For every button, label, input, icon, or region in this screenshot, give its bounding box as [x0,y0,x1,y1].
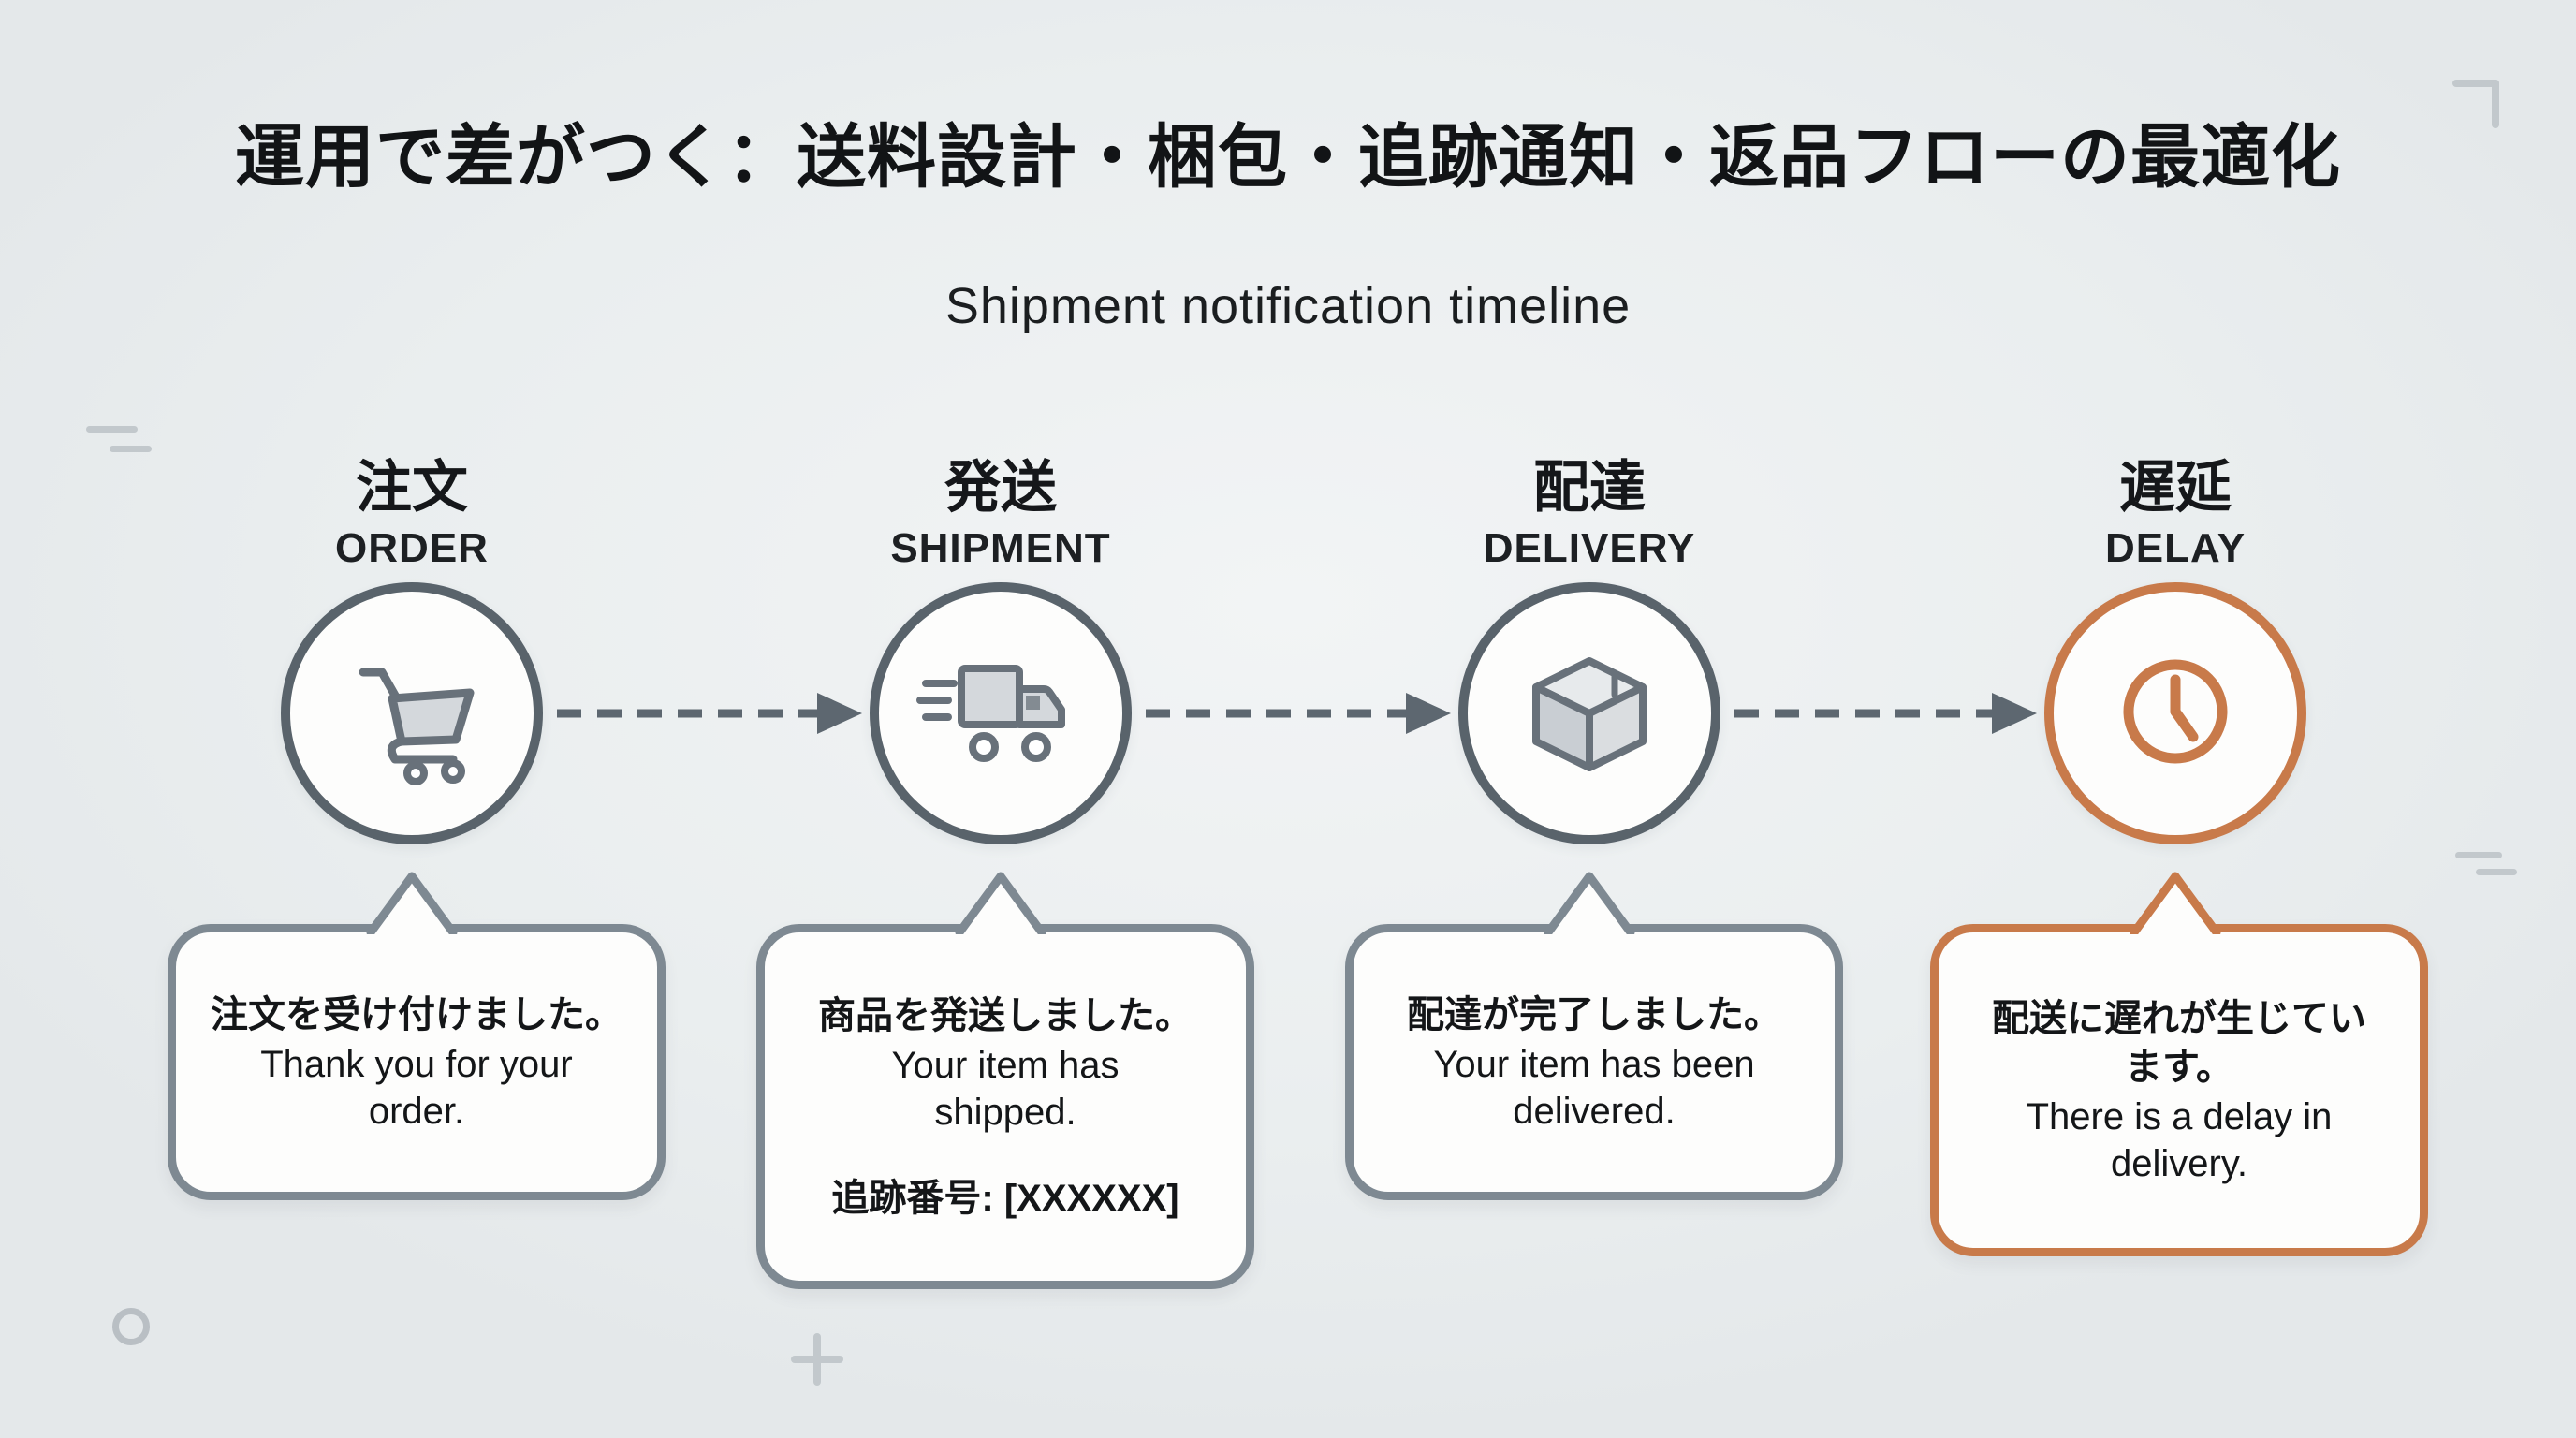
stage-shipment-circle [870,582,1132,844]
bubble-tail-delivery [1543,869,1636,937]
shipment-message-bubble: 商品を発送しました。 Your item has shipped. 追跡番号: … [756,924,1254,1289]
delivery-message-bubble: 配達が完了しました。 Your item has been delivered. [1345,924,1843,1200]
circle-mark [112,1308,150,1345]
stage-delay-label-en: DELAY [2104,525,2247,571]
clock-icon [2100,637,2250,791]
stage-delay-circle [2044,582,2306,844]
equals-mark-left [86,426,138,433]
connector-arrow-delivery-delay [1725,683,2040,743]
stage-delivery-label-jp: 配達 [1533,456,1646,519]
equals-mark-right [2455,852,2502,858]
delay-message-en: There is a delay in delivery. [2026,1095,2333,1184]
order-message-en: Thank you for your order. [260,1043,573,1132]
stage-delivery-circle [1458,582,1720,844]
delivery-message-en: Your item has been delivered. [1433,1043,1755,1132]
stage-delivery-label-en: DELIVERY [1483,525,1696,571]
page-subtitle: Shipment notification timeline [944,278,1632,334]
delay-message-bubble: 配送に遅れが生じています。 There is a delay in delive… [1930,924,2428,1256]
bubble-tail-delay [2129,869,2222,937]
equals-mark-right-2 [2476,869,2517,875]
stage-shipment-label-jp: 発送 [944,456,1057,519]
stage-order-labels: 注文 ORDER [122,457,702,571]
plus-mark-bar [791,1356,843,1363]
corner-bracket-icon-bar [2492,80,2499,128]
shipment-message-en: Your item has shipped. [891,1045,1120,1133]
connector-arrow-shipment-delivery [1136,683,1454,743]
order-message-bubble: 注文を受け付けました。 Thank you for your order. [168,924,666,1200]
bubble-tail-shipment [954,869,1047,937]
order-message-jp: 注文を受け付けました。 [211,993,622,1035]
shipment-message-jp: 商品を発送しました。 [818,995,1193,1036]
box-icon [1515,637,1664,791]
stage-order-label-en: ORDER [335,525,489,571]
tracking-number-text: 追跡番号: [XXXXXX] [831,1178,1179,1219]
stage-shipment-labels: 発送 SHIPMENT [710,457,1291,571]
truck-icon [916,650,1085,778]
page-title: 運用で差がつく：送料設計・梱包・追跡通知・返品フローの最適化 [235,118,2341,196]
bubble-tail-order [365,869,459,937]
stage-shipment-label-en: SHIPMENT [890,525,1111,571]
cart-icon [337,637,487,791]
delivery-message-jp: 配達が完了しました。 [1407,993,1781,1035]
connector-arrow-order-shipment [548,683,865,743]
stage-delivery-labels: 配達 DELIVERY [1299,457,1880,571]
stage-order-circle [281,582,543,844]
equals-mark-left-2 [110,446,152,452]
delay-message-jp: 配送に遅れが生じています。 [1992,997,2366,1088]
stage-delay-label-jp: 遅延 [2119,456,2232,519]
stage-order-label-jp: 注文 [356,456,468,519]
corner-bracket-icon [2452,80,2499,87]
stage-delay-labels: 遅延 DELAY [1885,457,2466,571]
